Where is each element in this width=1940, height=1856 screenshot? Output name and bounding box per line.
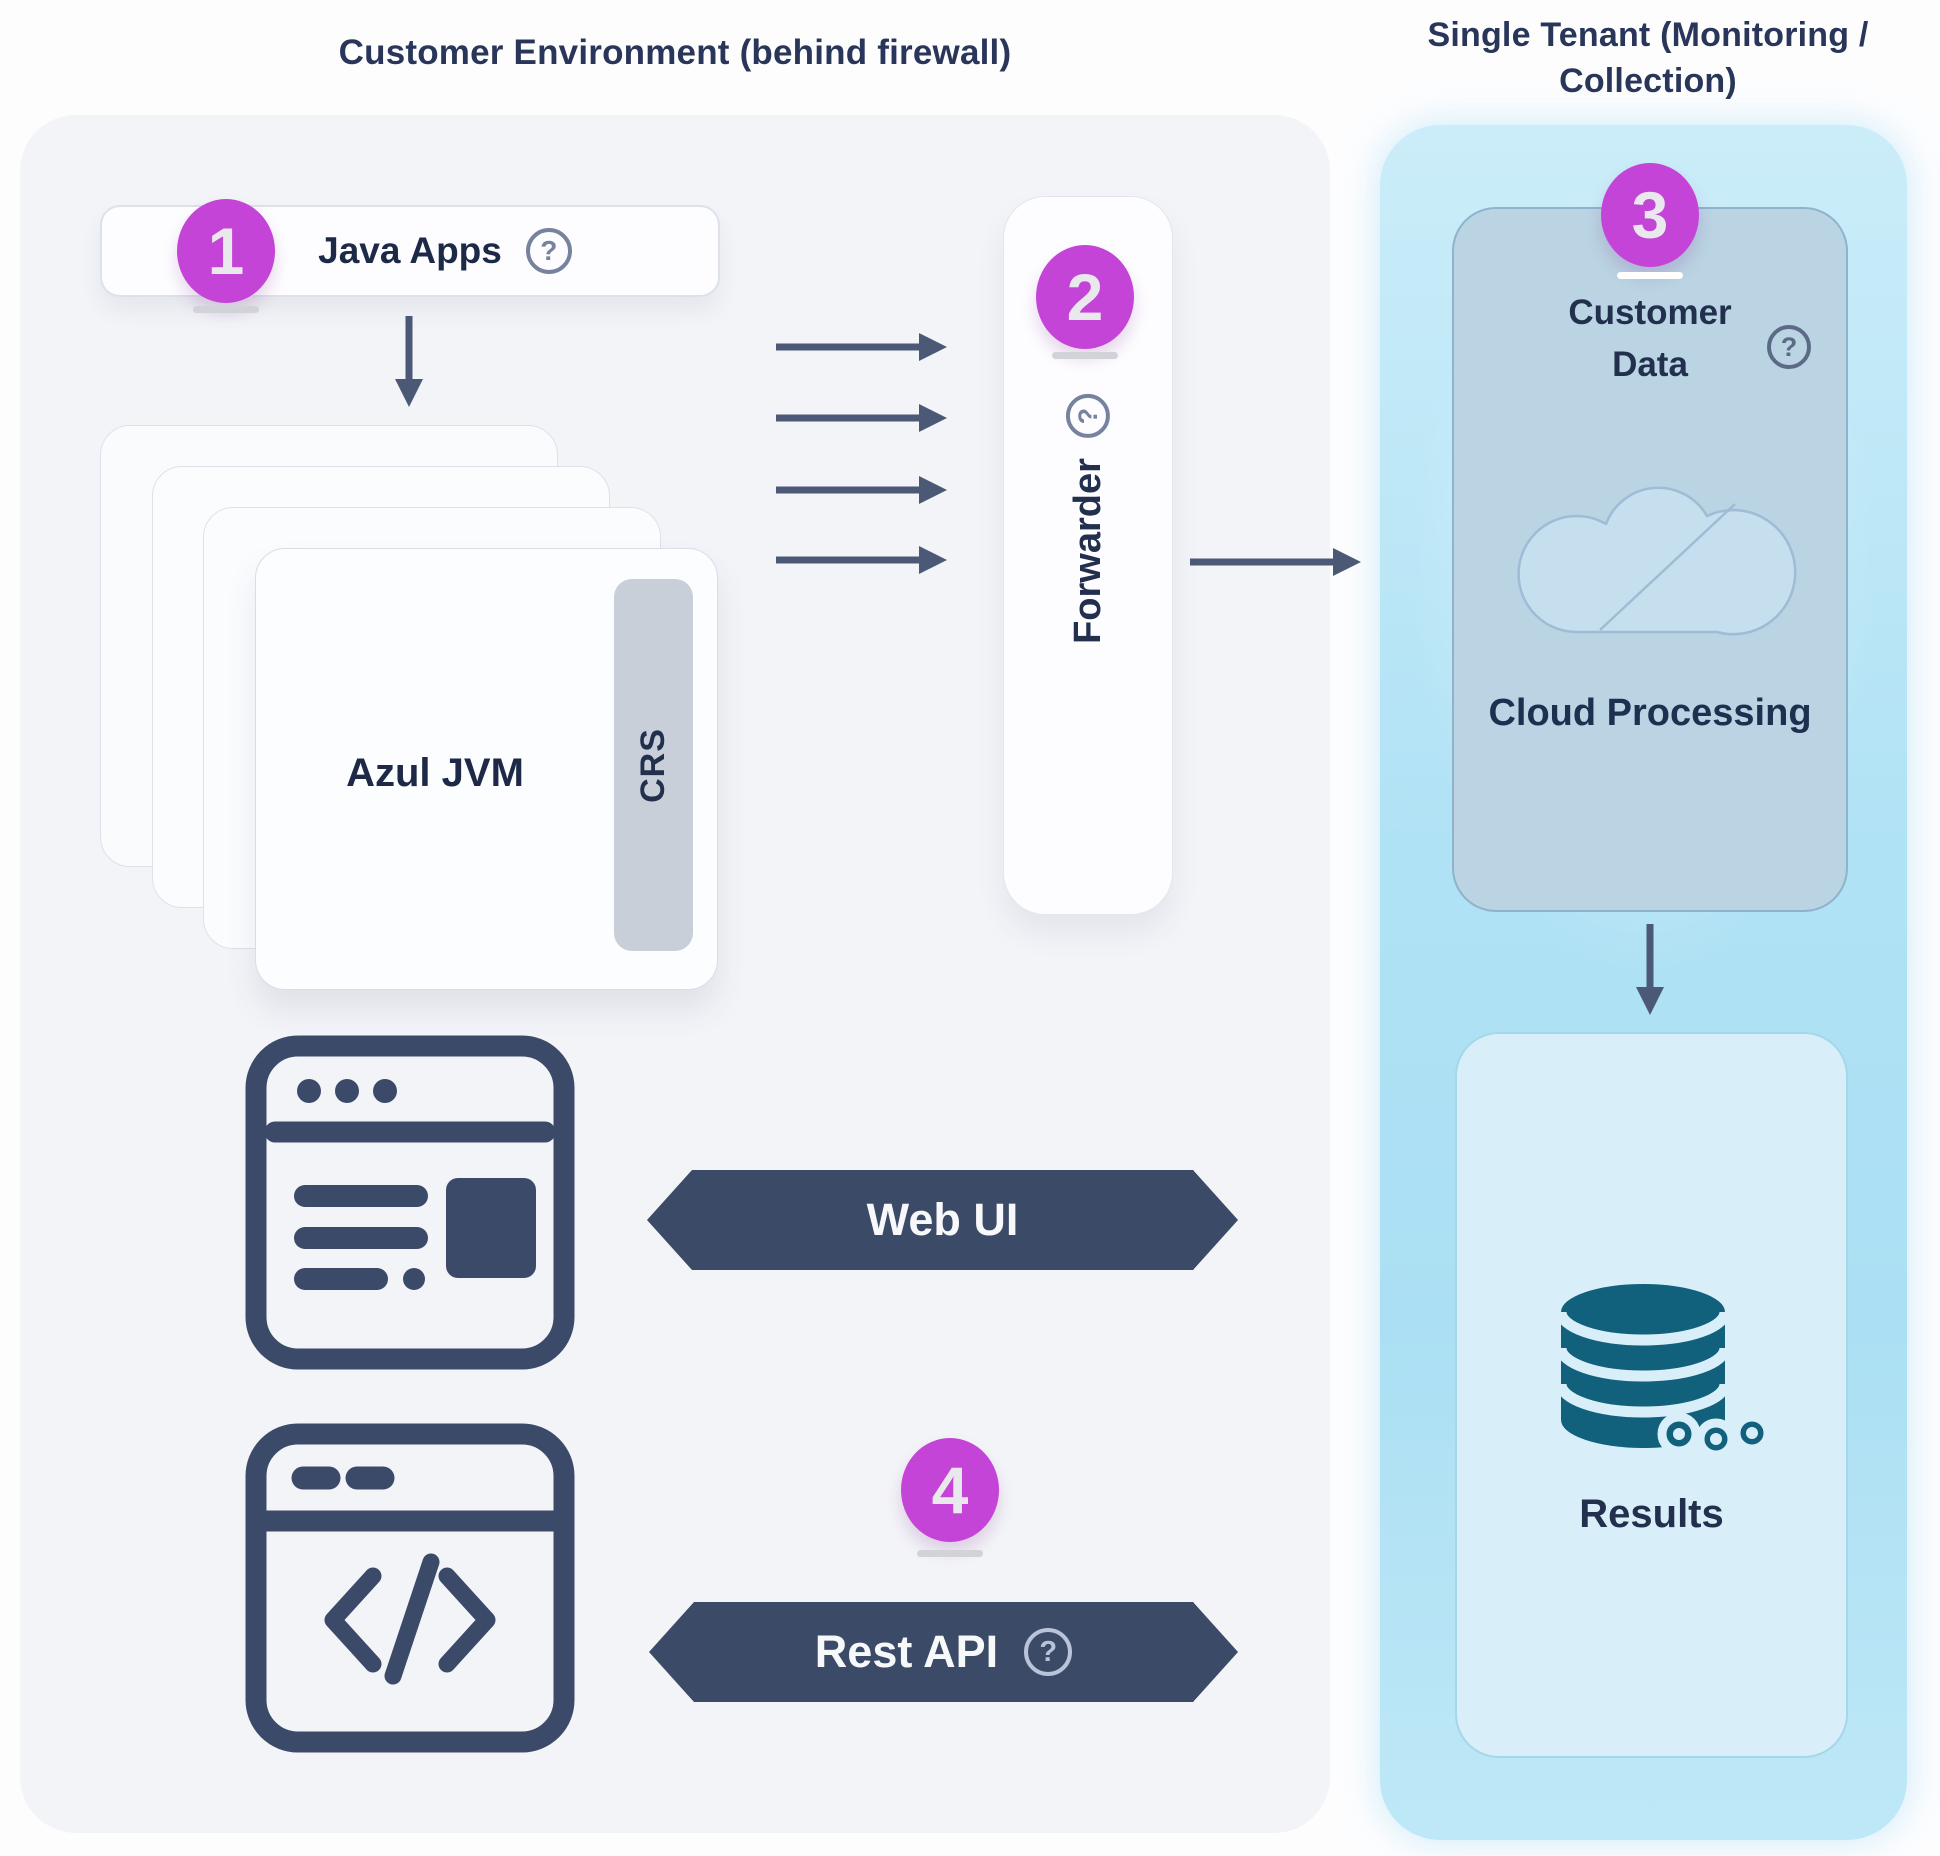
help-glyph: ? xyxy=(1780,331,1798,362)
help-glyph: ? xyxy=(540,235,558,266)
step-1-number: 1 xyxy=(207,214,245,288)
database-icon xyxy=(1555,1284,1773,1460)
help-glyph: ? xyxy=(1039,1635,1058,1668)
step-4-underline xyxy=(917,1550,983,1557)
step-4-badge: 4 xyxy=(901,1438,999,1542)
cloud-processing-label: Cloud Processing xyxy=(1488,692,1812,734)
java-apps-label: Java Apps xyxy=(318,230,502,271)
crs-label: CRS xyxy=(633,727,672,803)
forwarder-help-icon[interactable]: ? xyxy=(1066,394,1111,439)
step-3-number: 3 xyxy=(1631,178,1669,252)
step-3-badge: 3 xyxy=(1601,163,1699,267)
azul-jvm-card: Azul JVM CRS xyxy=(255,548,718,990)
single-tenant-title: Single Tenant (Monitoring / Collection) xyxy=(1427,16,1869,100)
forwarder-label: Forwarder xyxy=(1066,458,1109,644)
step-1-badge: 1 xyxy=(177,199,275,303)
step-2-underline xyxy=(1052,352,1118,359)
customer-data-help-icon[interactable]: ? xyxy=(1767,325,1811,369)
rest-api-banner: Rest API ? xyxy=(649,1602,1238,1702)
azul-jvm-label: Azul JVM xyxy=(346,751,524,795)
results-node: Results xyxy=(1455,1032,1848,1758)
step-2-number: 2 xyxy=(1066,260,1104,334)
web-ui-label: Web UI xyxy=(866,1194,1019,1245)
web-browser-icon xyxy=(245,1035,575,1370)
forwarder-body: Forwarder ? xyxy=(1004,369,1172,669)
crs-sidebar: CRS xyxy=(614,579,693,951)
rest-api-help-icon[interactable]: ? xyxy=(1024,1628,1072,1676)
customer-data-label: Customer Data xyxy=(1568,293,1732,384)
help-glyph: ? xyxy=(1072,407,1103,425)
cloud-icon xyxy=(1517,486,1797,636)
step-2-badge: 2 xyxy=(1036,245,1134,349)
results-label: Results xyxy=(1579,1492,1724,1536)
java-apps-help-icon[interactable]: ? xyxy=(525,228,572,274)
web-ui-banner: Web UI xyxy=(647,1170,1238,1270)
step-3-underline xyxy=(1617,272,1683,279)
code-browser-icon xyxy=(245,1423,575,1753)
step-4-number: 4 xyxy=(931,1453,969,1527)
forwarder-rotated-row: Forwarder ? xyxy=(1066,394,1111,644)
step-1-underline xyxy=(193,306,259,313)
customer-data-node: Customer Data ? Cloud Processing xyxy=(1452,207,1848,912)
rest-api-label: Rest API xyxy=(814,1626,999,1677)
customer-environment-title: Customer Environment (behind firewall) xyxy=(338,33,1012,72)
